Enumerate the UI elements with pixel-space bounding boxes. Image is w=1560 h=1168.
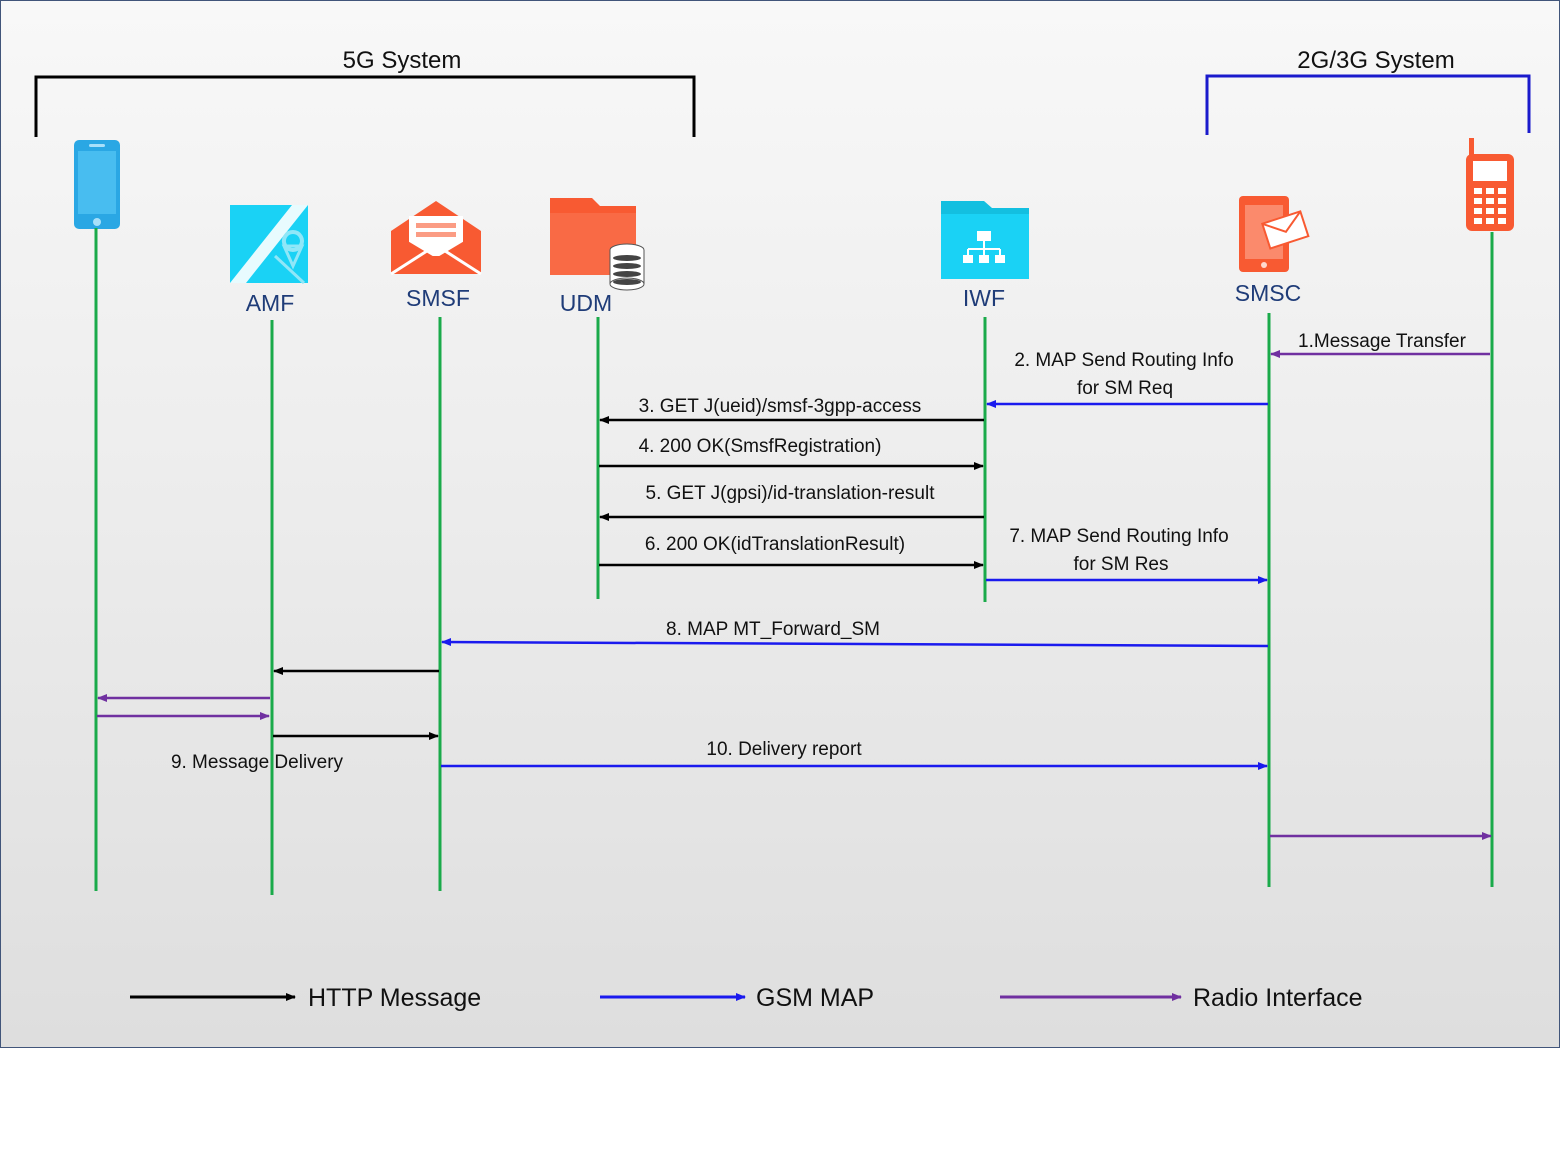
folder-network-icon	[941, 201, 1029, 279]
smartphone-icon	[74, 140, 120, 229]
folder-database-icon	[550, 198, 645, 291]
msg-2-label-line1: 2. MAP Send Routing Info	[1014, 350, 1233, 371]
label-2g3g-system: 2G/3G System	[1297, 47, 1454, 74]
node-label-smsc: SMSC	[1235, 280, 1301, 306]
node-label-iwf: IWF	[963, 285, 1005, 311]
phone-message-icon	[1239, 196, 1310, 272]
msg-5-label: 5. GET J(gpsi)/id-translation-result	[646, 483, 936, 504]
msg-2-label-line2: for SM Req	[1077, 378, 1173, 399]
msg-9-label: 9. Message Delivery	[171, 752, 344, 773]
legend-http-label: HTTP Message	[308, 984, 481, 1012]
legend-gsm-label: GSM MAP	[756, 984, 874, 1012]
msg-6-label: 6. 200 OK(idTranslationResult)	[645, 534, 905, 555]
legend: HTTP Message GSM MAP Radio Interface	[130, 984, 1363, 1012]
msg-4-label: 4. 200 OK(SmsfRegistration)	[639, 436, 882, 457]
msg-10-label: 10. Delivery report	[706, 739, 862, 760]
node-label-udm: UDM	[560, 290, 612, 316]
bracket-5g-system	[34, 75, 696, 137]
msg-7-label-line2: for SM Res	[1073, 554, 1168, 575]
map-location-icon	[230, 205, 308, 285]
diagram-frame	[0, 0, 1560, 1048]
feature-phone-icon	[1466, 138, 1514, 231]
lifelines	[94, 228, 1494, 895]
envelope-icon	[390, 201, 482, 276]
msg-1-label: 1.Message Transfer	[1298, 331, 1467, 352]
node-label-amf: AMF	[246, 290, 295, 316]
bracket-2g3g-system	[1205, 74, 1531, 135]
msg-8-label: 8. MAP MT_Forward_SM	[666, 619, 880, 640]
node-label-smsf: SMSF	[406, 285, 470, 311]
arrow-8-mt-forward-sm	[441, 638, 1269, 648]
msg-3-label: 3. GET J(ueid)/smsf-3gpp-access	[639, 396, 922, 417]
label-5g-system: 5G System	[343, 47, 462, 74]
msg-7-label-line1: 7. MAP Send Routing Info	[1009, 526, 1228, 547]
legend-radio-label: Radio Interface	[1193, 984, 1363, 1012]
